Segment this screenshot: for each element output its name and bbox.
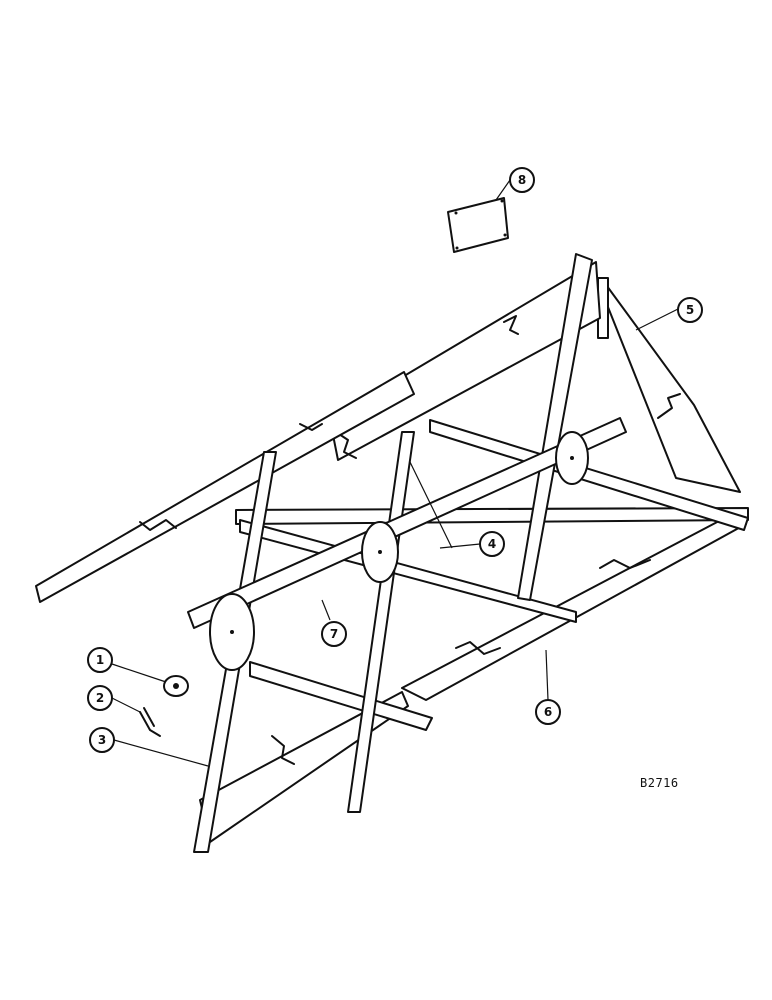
part-2-cotter-pin	[139, 707, 161, 737]
callout-8: 8	[509, 167, 535, 193]
part-8-plate	[447, 197, 509, 253]
callout-2-label: 2	[96, 691, 104, 705]
callout-3-label: 3	[98, 733, 106, 747]
callout-5: 5	[677, 297, 703, 323]
callout-4-label: 4	[488, 537, 496, 551]
part-4-shaft	[187, 417, 627, 671]
figure-code: B2716	[640, 776, 679, 790]
left-rail-board	[35, 371, 415, 603]
part-5-end-panel	[597, 277, 741, 493]
cross-rails	[235, 419, 749, 731]
callout-7-label: 7	[330, 627, 338, 641]
leader-lines	[111, 179, 681, 767]
callout-6-label: 6	[544, 705, 552, 719]
callout-7: 7	[321, 621, 347, 647]
part-1-washer	[163, 675, 189, 697]
callout-5-label: 5	[686, 303, 694, 317]
callout-2: 2	[87, 685, 113, 711]
callout-4: 4	[479, 531, 505, 557]
callout-1-label: 1	[96, 653, 104, 667]
callout-8-label: 8	[518, 173, 526, 187]
callout-1: 1	[87, 647, 113, 673]
callout-3: 3	[89, 727, 115, 753]
callout-6: 6	[535, 699, 561, 725]
part-6-side-board	[401, 509, 747, 701]
upper-side-board	[329, 261, 601, 461]
